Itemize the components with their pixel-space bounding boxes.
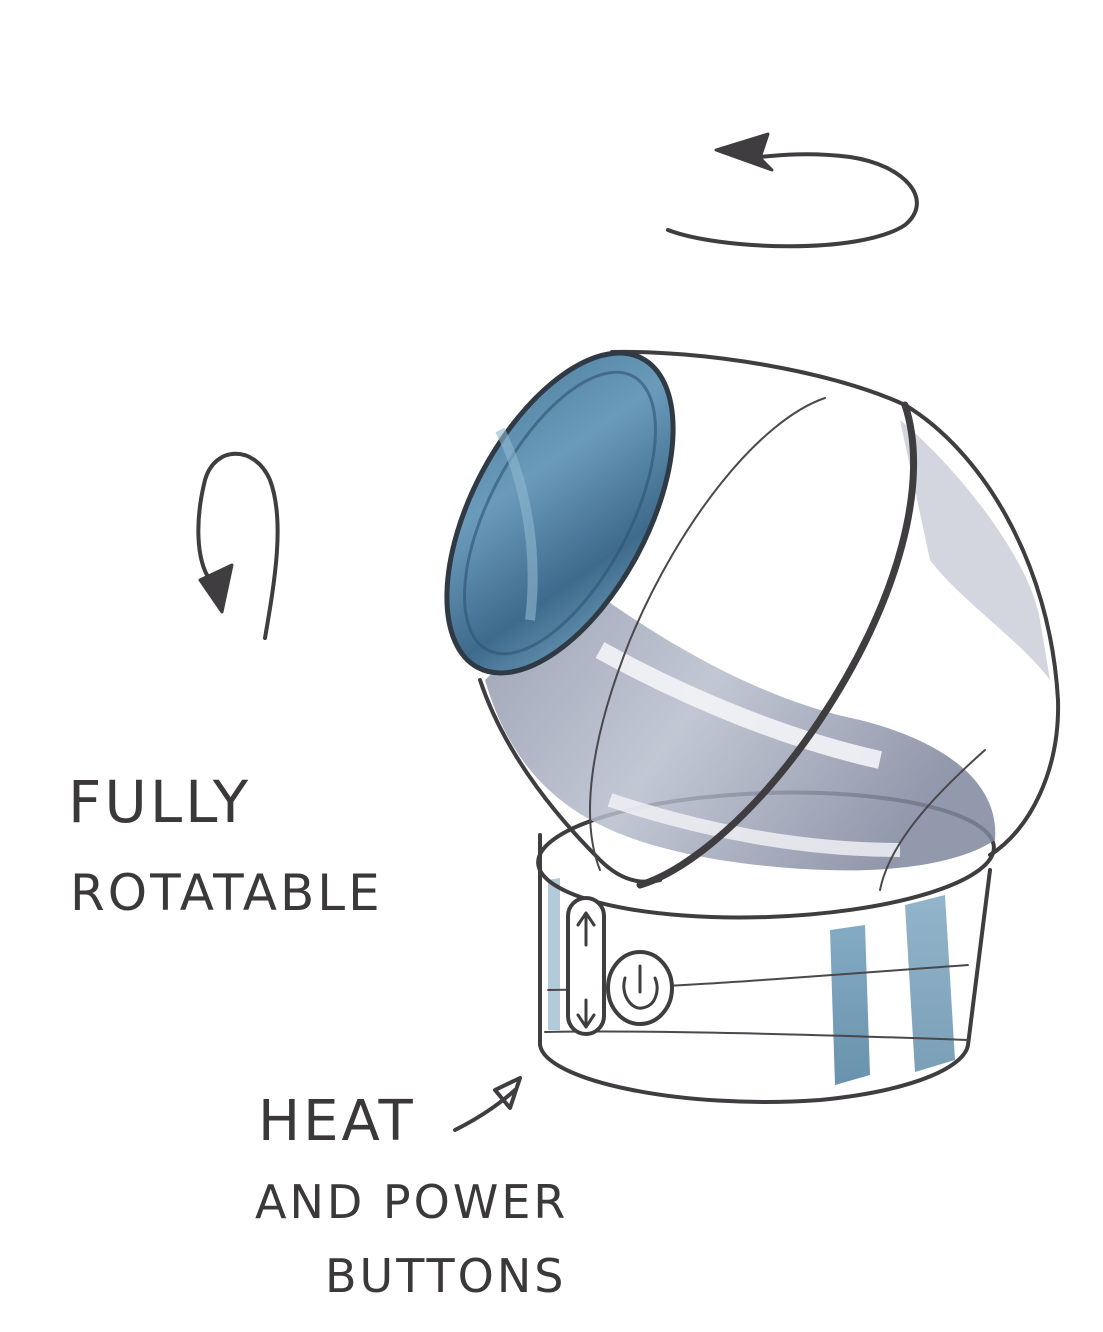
buttons-label-line2: AND POWER: [255, 1175, 568, 1229]
heat-up-down-icon[interactable]: [568, 898, 604, 1034]
power-icon[interactable]: [608, 952, 672, 1024]
rotation-label-line1: FULLY: [68, 768, 251, 836]
rotation-label-line2: ROTATABLE: [70, 864, 383, 922]
rotate-horizontal-arrow-icon: [668, 134, 917, 246]
buttons-label-line3: BUTTONS: [325, 1249, 566, 1303]
pointer-arrow-icon: [455, 1078, 520, 1130]
buttons-label-line1: HEAT: [258, 1089, 416, 1154]
rotate-vertical-arrow-icon: [198, 454, 277, 638]
